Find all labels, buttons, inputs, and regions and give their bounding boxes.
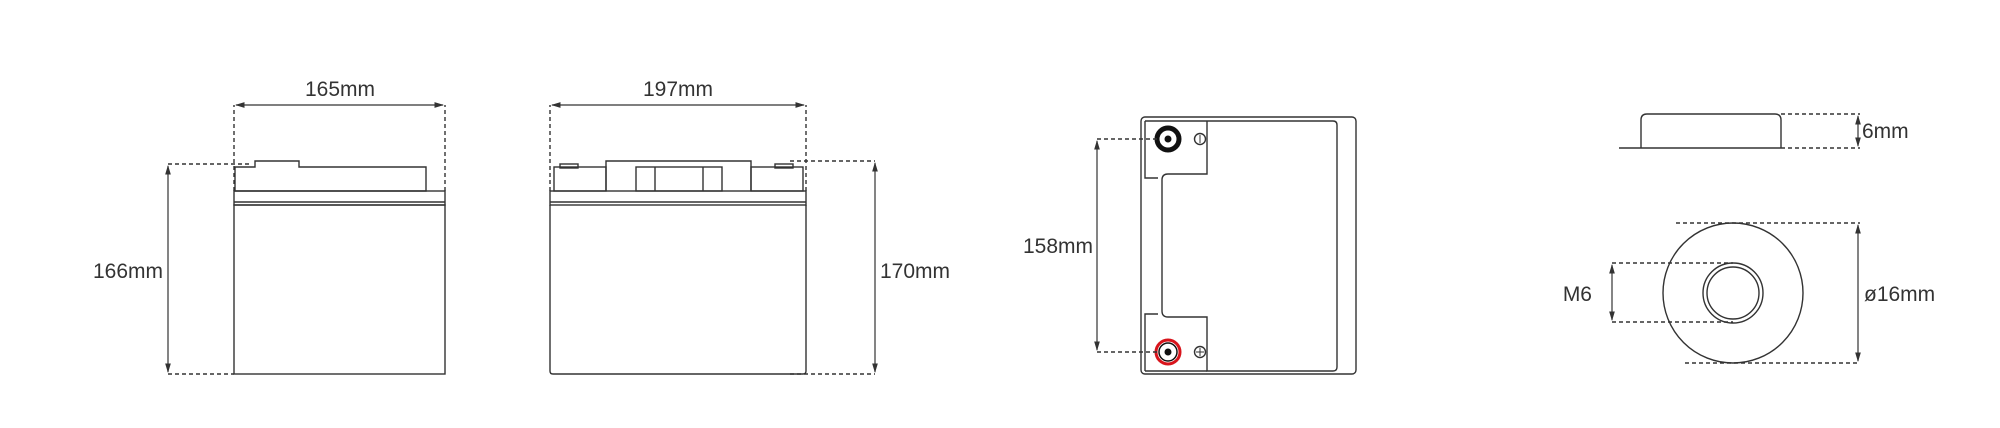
- side-height-label: 166mm: [93, 260, 163, 283]
- front-view: 197mm 170mm: [549, 78, 950, 375]
- side-view: 165mm 166mm: [93, 78, 446, 375]
- terminal-spacing-label: 158mm: [1023, 235, 1093, 258]
- terminal-diameter-label: ø16mm: [1864, 283, 1935, 306]
- minus-symbol-icon: [1193, 132, 1207, 146]
- thread-label: M6: [1563, 283, 1592, 306]
- plus-symbol-icon: [1193, 345, 1207, 359]
- negative-terminal: [1154, 125, 1182, 153]
- top-view: 158mm: [1023, 116, 1357, 375]
- side-width-label: 165mm: [305, 78, 375, 101]
- terminal-top-detail: ø16mm M6: [1563, 222, 1935, 364]
- positive-terminal: [1154, 338, 1182, 366]
- front-height-label: 170mm: [880, 260, 950, 283]
- front-width-label: 197mm: [643, 78, 713, 101]
- terminal-height-label: 6mm: [1862, 120, 1909, 143]
- terminal-side-detail: 6mm: [1619, 113, 1909, 149]
